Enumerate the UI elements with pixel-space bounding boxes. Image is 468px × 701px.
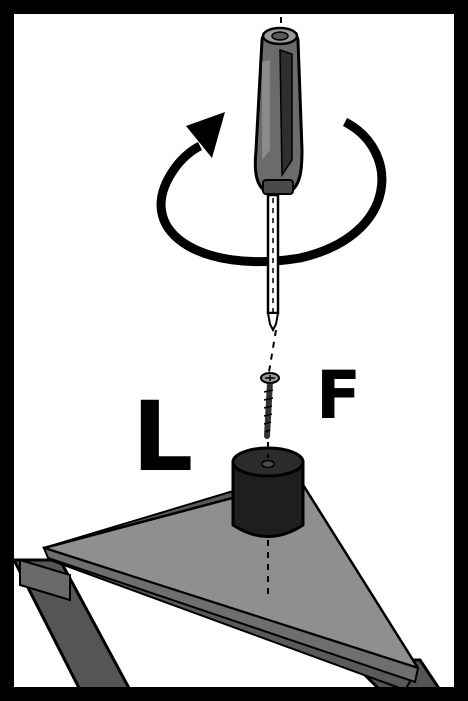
clockwise-rotation-arrow-icon xyxy=(156,117,387,266)
right-letter-label: F xyxy=(316,357,361,434)
screw-hole-icon xyxy=(261,459,275,469)
screw-icon xyxy=(260,372,280,439)
left-letter-label: L xyxy=(132,381,193,493)
rotation-arrowhead-icon xyxy=(186,112,225,158)
screwdriver-icon xyxy=(253,26,304,333)
rubber-foot xyxy=(231,446,305,538)
triangle-mounting-plate xyxy=(42,478,420,692)
